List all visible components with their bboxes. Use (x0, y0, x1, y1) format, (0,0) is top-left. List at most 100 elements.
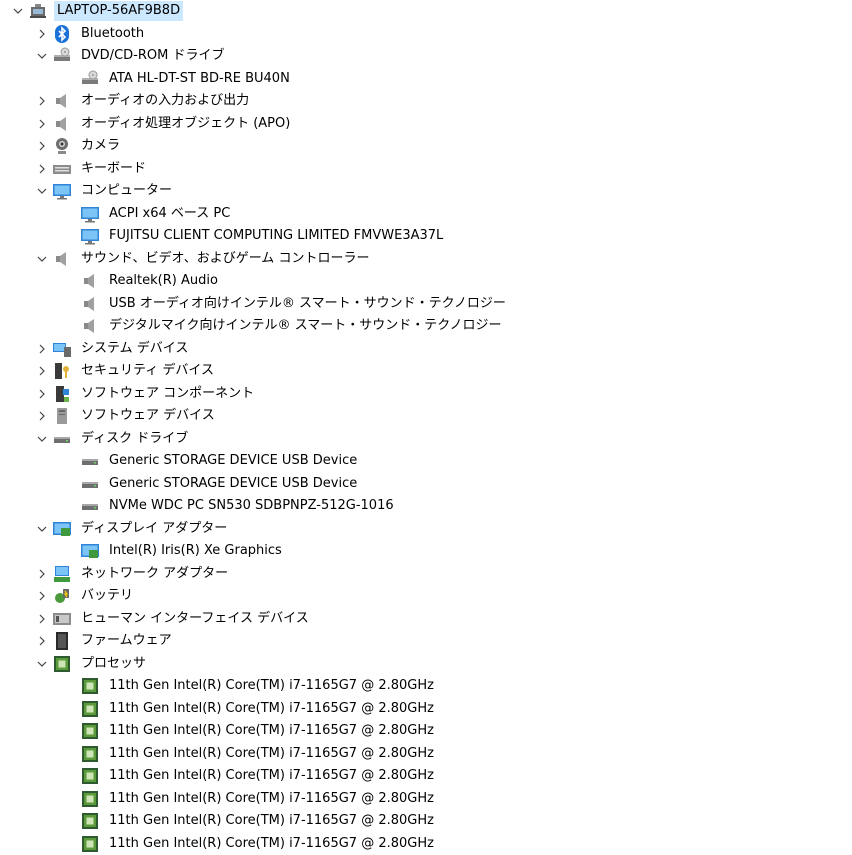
chevron-right-icon[interactable] (34, 383, 50, 405)
chevron-right-icon[interactable] (34, 585, 50, 607)
device-node[interactable]: 11th Gen Intel(R) Core(TM) i7-1165G7 @ 2… (80, 810, 437, 833)
system-devices-icon (52, 339, 72, 359)
processor-icon (80, 699, 100, 719)
category-node[interactable]: ソフトウェア デバイス (34, 405, 218, 428)
hid-icon (52, 609, 72, 629)
chevron-down-icon[interactable] (34, 518, 50, 540)
speaker-icon (52, 114, 72, 134)
category-node[interactable]: システム デバイス (34, 338, 191, 361)
processor-icon (80, 834, 100, 854)
chevron-down-icon[interactable] (34, 248, 50, 270)
device-node[interactable]: 11th Gen Intel(R) Core(TM) i7-1165G7 @ 2… (80, 788, 437, 811)
tree-item-label: ATA HL-DT-ST BD-RE BU40N (106, 69, 293, 89)
category-node[interactable]: コンピューター (34, 180, 175, 203)
device-node[interactable]: USB オーディオ向けインテル® スマート・サウンド・テクノロジー (80, 293, 509, 316)
computer-root-icon (28, 1, 48, 21)
category-node[interactable]: プロセッサ (34, 653, 149, 676)
chevron-right-icon[interactable] (34, 158, 50, 180)
category-node[interactable]: ディスク ドライブ (34, 428, 191, 451)
category-node[interactable]: オーディオ処理オブジェクト (APO) (34, 113, 293, 136)
speaker-icon (52, 91, 72, 111)
category-node[interactable]: DVD/CD-ROM ドライブ (34, 45, 227, 68)
device-node[interactable]: ATA HL-DT-ST BD-RE BU40N (80, 68, 293, 91)
device-node[interactable]: Realtek(R) Audio (80, 270, 221, 293)
chevron-down-icon[interactable] (10, 0, 26, 22)
category-node[interactable]: カメラ (34, 135, 123, 158)
dvd-drive-icon (52, 46, 72, 66)
chevron-right-icon[interactable] (34, 23, 50, 45)
speaker-icon (80, 294, 100, 314)
tree-item-label: バッテリ (78, 586, 136, 606)
chevron-down-icon[interactable] (34, 653, 50, 675)
processor-icon (80, 789, 100, 809)
category-node[interactable]: オーディオの入力および出力 (34, 90, 252, 113)
disk-drive-icon (80, 451, 100, 471)
tree-item-label: 11th Gen Intel(R) Core(TM) i7-1165G7 @ 2… (106, 811, 437, 831)
device-node[interactable]: FUJITSU CLIENT COMPUTING LIMITED FMVWE3A… (80, 225, 446, 248)
device-node[interactable]: Generic STORAGE DEVICE USB Device (80, 450, 360, 473)
category-node[interactable]: Bluetooth (34, 23, 147, 46)
category-node[interactable]: ソフトウェア コンポーネント (34, 383, 257, 406)
category-node[interactable]: サウンド、ビデオ、およびゲーム コントローラー (34, 248, 372, 271)
chevron-right-icon[interactable] (34, 135, 50, 157)
processor-icon (80, 721, 100, 741)
chevron-right-icon[interactable] (34, 90, 50, 112)
tree-item-label: ネットワーク アダプター (78, 564, 231, 584)
device-node[interactable]: Generic STORAGE DEVICE USB Device (80, 473, 360, 496)
tree-item-label: Bluetooth (78, 24, 147, 44)
tree-item-label: ディスプレイ アダプター (78, 519, 230, 539)
chevron-right-icon[interactable] (34, 563, 50, 585)
device-node[interactable]: デジタルマイク向けインテル® スマート・サウンド・テクノロジー (80, 315, 504, 338)
tree-item-label: DVD/CD-ROM ドライブ (78, 46, 227, 66)
chevron-right-icon[interactable] (34, 608, 50, 630)
category-node[interactable]: キーボード (34, 158, 149, 181)
category-node[interactable]: ディスプレイ アダプター (34, 518, 230, 541)
category-node[interactable]: バッテリ (34, 585, 136, 608)
chevron-right-icon[interactable] (34, 338, 50, 360)
security-key-icon (52, 361, 72, 381)
tree-item-label: 11th Gen Intel(R) Core(TM) i7-1165G7 @ 2… (106, 834, 437, 854)
device-node[interactable]: 11th Gen Intel(R) Core(TM) i7-1165G7 @ 2… (80, 720, 437, 743)
monitor-icon (52, 181, 72, 201)
tree-item-label: ACPI x64 ベース PC (106, 204, 233, 224)
tree-item-label: 11th Gen Intel(R) Core(TM) i7-1165G7 @ 2… (106, 789, 437, 809)
device-node[interactable]: 11th Gen Intel(R) Core(TM) i7-1165G7 @ 2… (80, 765, 437, 788)
device-node[interactable]: 11th Gen Intel(R) Core(TM) i7-1165G7 @ 2… (80, 675, 437, 698)
category-node[interactable]: セキュリティ デバイス (34, 360, 217, 383)
device-node[interactable]: NVMe WDC PC SN530 SDBPNPZ-512G-1016 (80, 495, 397, 518)
chevron-right-icon[interactable] (34, 630, 50, 652)
tree-root-computer[interactable]: LAPTOP-56AF9B8D (10, 0, 183, 23)
device-node[interactable]: 11th Gen Intel(R) Core(TM) i7-1165G7 @ 2… (80, 698, 437, 721)
firmware-icon (52, 631, 72, 651)
tree-item-label: NVMe WDC PC SN530 SDBPNPZ-512G-1016 (106, 496, 397, 516)
chevron-right-icon[interactable] (34, 113, 50, 135)
chevron-right-icon[interactable] (34, 360, 50, 382)
processor-icon (80, 676, 100, 696)
category-node[interactable]: ヒューマン インターフェイス デバイス (34, 608, 312, 631)
chevron-right-icon[interactable] (34, 405, 50, 427)
tree-item-label: オーディオの入力および出力 (78, 91, 252, 111)
tree-item-label: ソフトウェア デバイス (78, 406, 218, 426)
battery-icon (52, 586, 72, 606)
category-node[interactable]: ネットワーク アダプター (34, 563, 231, 586)
processor-icon (52, 654, 72, 674)
device-node[interactable]: 11th Gen Intel(R) Core(TM) i7-1165G7 @ 2… (80, 743, 437, 766)
chevron-down-icon[interactable] (34, 45, 50, 67)
tree-item-label: デジタルマイク向けインテル® スマート・サウンド・テクノロジー (106, 316, 504, 336)
tree-item-label: キーボード (78, 159, 149, 179)
tree-item-label: LAPTOP-56AF9B8D (54, 1, 183, 21)
speaker-icon (80, 316, 100, 336)
chevron-down-icon[interactable] (34, 428, 50, 450)
network-adapter-icon (52, 564, 72, 584)
category-node[interactable]: ファームウェア (34, 630, 175, 653)
display-adapter-icon (52, 519, 72, 539)
tree-item-label: セキュリティ デバイス (78, 361, 217, 381)
chevron-down-icon[interactable] (34, 180, 50, 202)
tree-item-label: ソフトウェア コンポーネント (78, 384, 257, 404)
device-node[interactable]: ACPI x64 ベース PC (80, 203, 233, 226)
tree-item-label: カメラ (78, 136, 123, 156)
device-node[interactable]: Intel(R) Iris(R) Xe Graphics (80, 540, 285, 563)
display-adapter-icon (80, 541, 100, 561)
tree-item-label: USB オーディオ向けインテル® スマート・サウンド・テクノロジー (106, 294, 509, 314)
